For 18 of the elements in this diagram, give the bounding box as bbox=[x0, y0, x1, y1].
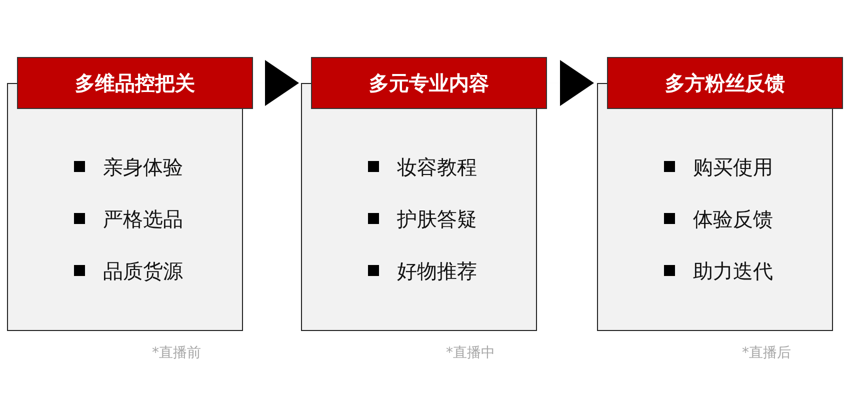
list-item: 购买使用 bbox=[693, 155, 773, 179]
list-item: 妆容教程 bbox=[397, 155, 477, 179]
list-item: 好物推荐 bbox=[397, 259, 477, 283]
footnote: *直播后 bbox=[742, 344, 791, 362]
list-item: 助力迭代 bbox=[693, 259, 773, 283]
footnote: *直播前 bbox=[152, 344, 201, 362]
list-item: 体验反馈 bbox=[693, 207, 773, 231]
content-panel bbox=[597, 109, 833, 331]
list-item: 品质货源 bbox=[103, 259, 183, 283]
title-banner: 多方粉丝反馈 bbox=[607, 57, 843, 109]
footnote: *直播中 bbox=[446, 344, 495, 362]
title-banner: 多维品控把关 bbox=[17, 57, 253, 109]
list-item: 亲身体验 bbox=[103, 155, 183, 179]
content-panel bbox=[301, 109, 537, 331]
title-banner: 多元专业内容 bbox=[311, 57, 547, 109]
list-item: 护肤答疑 bbox=[397, 207, 477, 231]
list-item: 严格选品 bbox=[103, 207, 183, 231]
content-panel bbox=[7, 109, 243, 331]
